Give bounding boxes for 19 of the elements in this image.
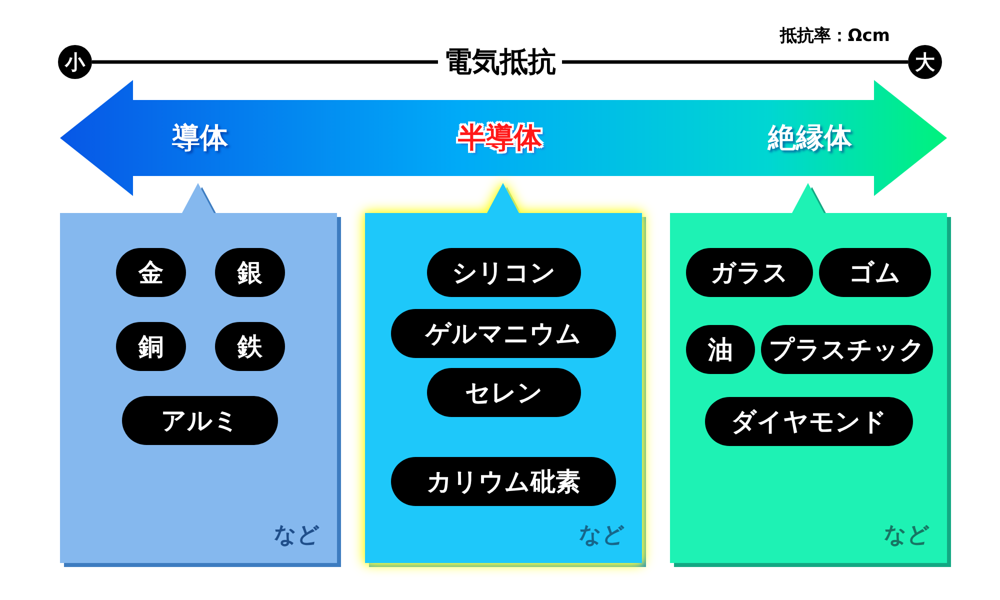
category-label: 絶縁体 xyxy=(768,121,852,155)
etc-note: など xyxy=(579,522,625,550)
material-pill: シリコン xyxy=(427,248,581,297)
end-circle: 大 xyxy=(908,45,942,79)
end-circle: 小 xyxy=(58,45,92,79)
etc-note: など xyxy=(884,522,930,550)
material-pill: セレン xyxy=(427,368,581,417)
edge-label: 電気抵抗 xyxy=(438,45,562,79)
material-pill: プラスチック xyxy=(761,325,933,374)
material-pill: アルミ xyxy=(122,396,278,445)
material-pill: カリウム砒素 xyxy=(391,457,616,506)
material-pill: ゴム xyxy=(819,248,931,297)
etc-note: など xyxy=(274,522,320,550)
category-label: 半導体 xyxy=(458,121,542,155)
material-pill: ガラス xyxy=(686,248,813,297)
material-pill: ゲルマニウム xyxy=(391,309,616,358)
unit-note: 抵抗率：Ωcm xyxy=(780,25,890,47)
category-label: 導体 xyxy=(172,121,228,155)
material-pill: ダイヤモンド xyxy=(705,397,913,446)
